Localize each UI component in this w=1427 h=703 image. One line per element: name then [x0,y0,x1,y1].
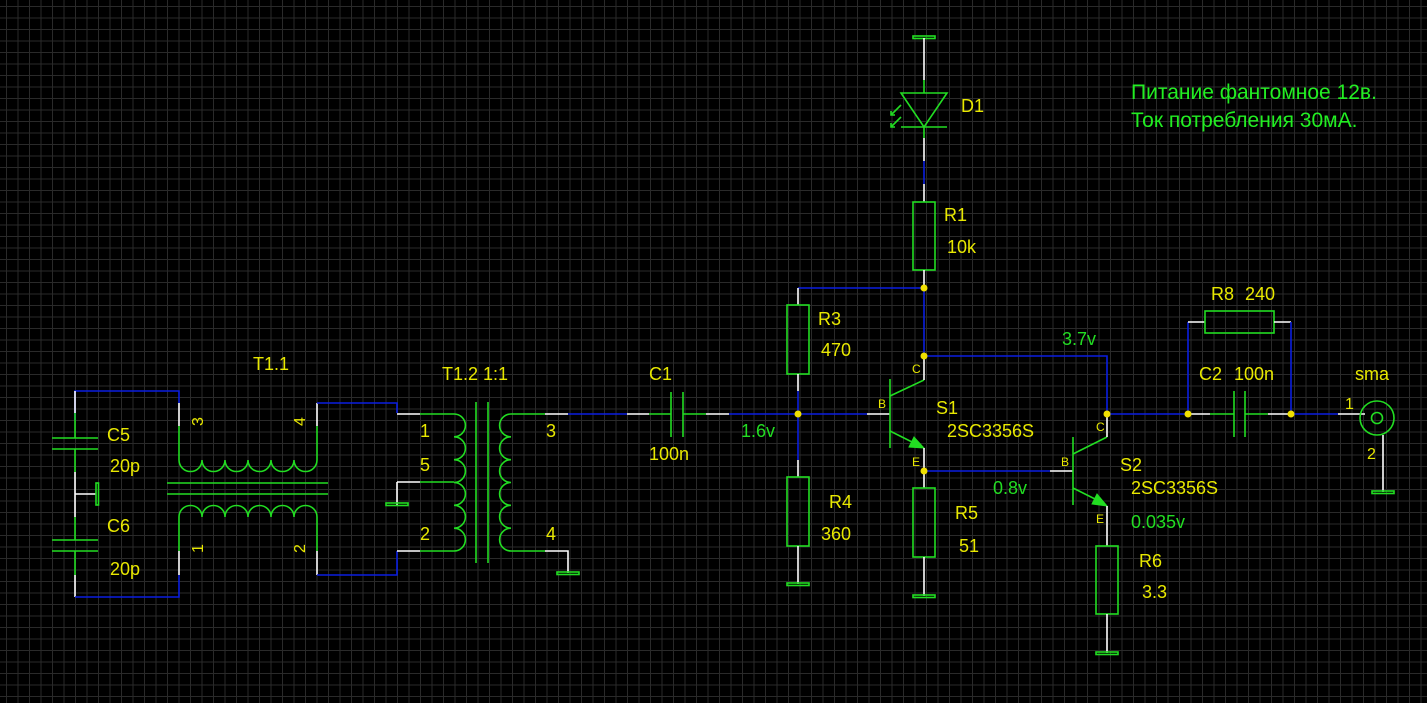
t1-2-pin-4: 4 [546,524,556,544]
s1-pin-b: B [878,397,886,411]
d1-ref: D1 [961,96,984,116]
t1-1-pin-3: 3 [190,417,207,426]
junction-dot [794,410,802,418]
s1-value: 2SC3356S [947,421,1034,441]
t1-2-ref: T1.2 1:1 [442,364,508,384]
r4-value: 360 [821,524,851,544]
c1-value: 100n [649,444,689,464]
s2-ref: S2 [1120,455,1142,475]
s2-pin-e: E [1096,512,1104,526]
resistor-r6[interactable]: R6 3.3 [1095,545,1167,656]
t1-1-to-t1-2-wires [317,402,398,576]
ground-symbol [1095,651,1119,656]
t1-2-pin-1: 1 [420,421,430,441]
voltage-base-s1: 1.6v [741,421,775,441]
junction-dot [1184,410,1192,418]
c6-ref: C6 [107,516,130,536]
capacitor-c6[interactable]: C6 20p [52,516,180,598]
r3-value: 470 [821,340,851,360]
t1-1-pin-2: 2 [292,544,309,553]
led-d1[interactable]: D1 [890,35,984,202]
junction-dot [1103,410,1111,418]
t1-1-ref: T1.1 [253,354,289,374]
s2-pin-c: C [1096,420,1105,434]
s1-pin-c: C [912,362,921,376]
ground-symbol [786,582,810,587]
junctions [794,284,1295,475]
resistor-r8[interactable]: R8 240 [1187,284,1292,414]
transformer-t1-2[interactable]: T1.2 1:1 1 5 2 3 4 [385,364,580,576]
s2-value: 2SC3356S [1131,478,1218,498]
sma-pin-2: 2 [1367,446,1376,463]
ground-symbol [1371,490,1395,495]
sma-connector[interactable]: sma 1 2 [1338,364,1395,495]
t1-2-pin-3: 3 [546,421,556,441]
c5-c6-ground [74,472,100,517]
junction-dot [920,284,928,292]
c5-ref: C5 [107,425,130,445]
note-line-2: Ток потребления 30мА. [1131,109,1357,132]
resistor-r5[interactable]: R5 51 [912,471,979,599]
r1-ref: R1 [944,205,967,225]
transformer-t1-1[interactable]: T1.1 3 4 1 2 [167,354,328,575]
r6-ref: R6 [1139,551,1162,571]
junction-dot [920,467,928,475]
wire-collector-s1 [924,355,1108,414]
light-emission-icon [890,104,902,128]
s1-ref: S1 [936,398,958,418]
ground-symbol [556,571,580,576]
transistor-s1[interactable]: C B E S1 2SC3356S [867,356,1034,471]
junction-dot [1287,410,1295,418]
junction-dot [920,352,928,360]
c6-value: 20p [110,559,140,579]
voltage-emitter-s1: 0.8v [993,478,1027,498]
ground-symbol [912,594,936,599]
capacitor-c5[interactable]: C5 20p [52,390,180,476]
r5-ref: R5 [955,503,978,523]
voltage-collector-s1: 3.7v [1062,329,1096,349]
c2-value: 100n [1234,364,1274,384]
resistor-r1[interactable]: R1 10k [912,201,977,356]
ground-symbol [95,482,100,506]
t1-1-pin-4: 4 [292,417,309,426]
resistor-r4[interactable]: R4 360 [786,460,852,587]
r6-value: 3.3 [1142,582,1167,602]
r8-ref: R8 [1211,284,1234,304]
resistor-r3[interactable]: R3 470 [786,287,924,460]
sma-ref: sma [1355,364,1390,384]
r4-ref: R4 [829,492,852,512]
c2-ref: C2 [1199,364,1222,384]
note: Питание фантомное 12в. Ток потребления 3… [1131,81,1377,132]
note-line-1: Питание фантомное 12в. [1131,81,1377,104]
transistor-s2[interactable]: C B E S2 2SC3356S [1050,414,1218,546]
r1-value: 10k [947,237,977,257]
capacitor-c1[interactable]: C1 100n [568,364,729,464]
c1-ref: C1 [649,364,672,384]
sma-pin-1: 1 [1345,396,1354,413]
s1-pin-e: E [912,455,920,469]
ground-symbol [385,502,409,507]
capacitor-c2[interactable]: C2 100n [1188,364,1291,437]
t1-2-pin-2: 2 [420,524,430,544]
t1-2-pin-5: 5 [420,455,430,475]
r3-ref: R3 [818,309,841,329]
voltage-emitter-s2: 0.035v [1131,512,1185,532]
c5-value: 20p [110,456,140,476]
r8-value: 240 [1245,284,1275,304]
r5-value: 51 [959,536,979,556]
t1-1-pin-1: 1 [190,544,207,553]
s2-pin-b: B [1061,455,1069,469]
